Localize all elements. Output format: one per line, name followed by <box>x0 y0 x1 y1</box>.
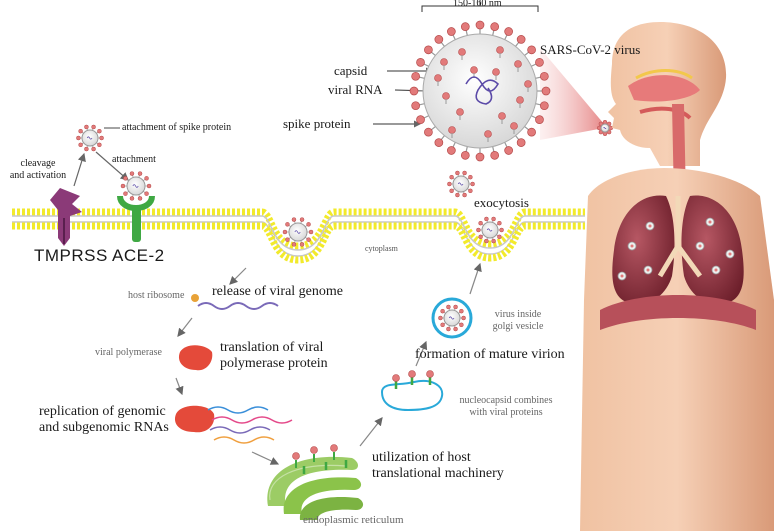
capsid-label: capsid <box>334 63 368 78</box>
cleavage-label: cleavage and activation <box>3 158 73 181</box>
er-label: endoplasmic reticulum <box>303 514 404 526</box>
cytoplasm-label: cytoplasm <box>365 244 398 253</box>
virus-attaching-spike <box>76 124 104 152</box>
mature-virion-label: formation of mature virion <box>415 347 565 362</box>
spike-protein-label: spike protein <box>283 116 351 131</box>
entry-arrows <box>73 127 129 187</box>
flow-arrows <box>175 262 482 465</box>
virus-size-label: 150-160 nm <box>453 0 502 9</box>
viral-polymerase-label: viral polymerase <box>95 347 162 358</box>
golgi-line-1: virus inside <box>494 309 542 320</box>
zoom-cone <box>540 48 604 140</box>
attachment-spike-label: attachment of spike protein <box>122 122 232 133</box>
golgi-label: virus inside golgi vesicle <box>474 309 562 332</box>
cell-membrane <box>12 208 585 264</box>
translation-label: translation of viral polymerase protein <box>220 340 328 372</box>
attachment-label: attachment <box>112 154 156 165</box>
golgi-line-2: golgi vesicle <box>492 320 544 332</box>
release-genome-label: release of viral genome <box>212 284 343 299</box>
virus-exocytosed <box>447 170 475 198</box>
virus-at-nose <box>596 119 614 137</box>
replication-line-2: and subgenomic RNAs <box>39 420 169 436</box>
utilization-line-2: translational machinery <box>372 466 504 482</box>
host-ribosome-graphic <box>191 294 279 310</box>
tmprss-receptor <box>50 188 82 246</box>
viral-polymerase-graphic <box>178 345 213 371</box>
translation-line-2: polymerase protein <box>220 356 328 372</box>
cleavage-line-1: cleavage <box>20 158 56 169</box>
virus-name-label: SARS-CoV-2 virus <box>540 42 641 57</box>
nucleocapsid-label: nucleocapsid combines with viral protein… <box>446 395 566 418</box>
virus-entering-endosome <box>282 217 314 247</box>
virus-at-ace2 <box>120 171 152 201</box>
nucleocapsid-graphic <box>380 370 444 412</box>
utilization-line-1: utilization of host <box>372 450 471 465</box>
small-virus-group <box>76 119 614 332</box>
nucleocapsid-line-2: with viral proteins <box>469 406 543 418</box>
virus-exiting-membrane <box>476 216 504 244</box>
tmprss-label: TMPRSS <box>34 246 108 265</box>
viral-rna-label: viral RNA <box>328 82 383 97</box>
large-virus-graphic <box>409 20 551 162</box>
translation-line-1: translation of viral <box>220 340 324 355</box>
replication-graphic <box>174 405 293 444</box>
utilization-label: utilization of host translational machin… <box>372 450 504 482</box>
nucleocapsid-line-1: nucleocapsid combines <box>459 395 553 406</box>
replication-line-1: replication of genomic <box>39 404 166 419</box>
ace2-receptor <box>117 195 155 242</box>
cleavage-line-2: and activation <box>9 169 67 181</box>
ace2-label: ACE-2 <box>112 246 165 265</box>
golgi-vesicle-graphic <box>431 297 473 339</box>
exocytosis-label: exocytosis <box>474 195 529 210</box>
human-respiratory-illustration <box>580 22 774 531</box>
virus-in-golgi <box>438 304 466 332</box>
replication-label: replication of genomic and subgenomic RN… <box>39 404 169 436</box>
host-ribosome-label: host ribosome <box>128 290 185 301</box>
endoplasmic-reticulum-graphic <box>267 444 364 520</box>
